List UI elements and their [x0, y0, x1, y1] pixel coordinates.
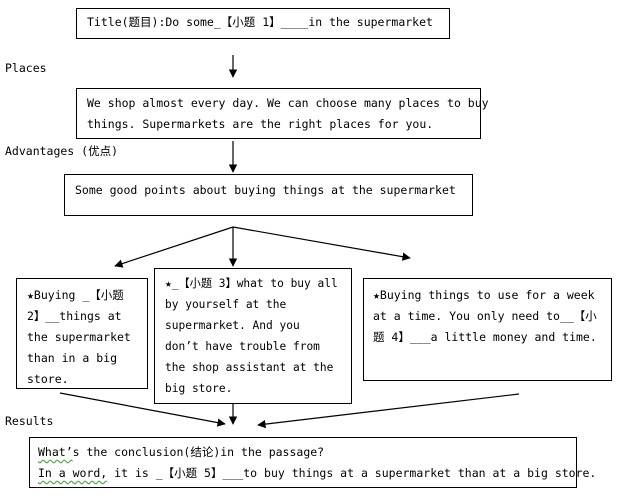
places-box: We shop almost every day. We can choose … [76, 88, 489, 139]
point-middle-line-5: the shop assistant at the [165, 361, 334, 374]
result-answer: In a word, it is _【小题 5】___to buy things… [38, 463, 596, 484]
point-right-line-1: ★Buying things to use for a week [373, 288, 595, 302]
point-right-box: ★Buying things to use for a week at a ti… [363, 278, 612, 381]
point-middle-line-1: ★_【小题 3】what to buy all [165, 277, 338, 290]
advantages-text: Some good points about buying things at … [75, 183, 456, 197]
result-answer-prefix: In a word, [38, 466, 108, 480]
point-left-line-2: 2】__things at [27, 309, 122, 323]
point-middle-box: ★_【小题 3】what to buy all by yourself at t… [154, 268, 352, 404]
places-label: Places [5, 61, 47, 75]
point-middle-line-3: supermarket. And you [165, 319, 300, 332]
point-left-line-4: than in a big [27, 351, 118, 365]
point-left-box: ★Buying _【小题 2】__things at the supermark… [16, 278, 148, 389]
places-line-1: We shop almost every day. We can choose … [87, 96, 489, 110]
places-line-2: things. Supermarkets are the right place… [87, 117, 434, 131]
result-question: What’s the conclusion(结论)in the passage? [38, 442, 576, 463]
result-answer-rest: it is _【小题 5】___to buy things at a super… [107, 466, 597, 480]
result-question-prefix: What’ [38, 445, 73, 459]
point-right-line-2: at a time. You only need to__【小 [373, 309, 597, 323]
point-left-line-5: store. [27, 372, 69, 386]
point-right-line-3: 题 4】___a little money and time. [373, 330, 597, 344]
title-text: Title(题目):Do some_【小题 1】____in the super… [87, 15, 433, 29]
result-box: What’s the conclusion(结论)in the passage?… [29, 437, 596, 488]
advantages-label: Advantages (优点) [5, 144, 119, 158]
title-box: Title(题目):Do some_【小题 1】____in the super… [76, 8, 450, 39]
arrow-advantages-to-left [114, 226, 234, 268]
point-left-line-1: ★Buying _【小题 [27, 288, 124, 302]
results-label: Results [5, 414, 54, 428]
point-middle-line-4: don’t have trouble from [165, 340, 320, 353]
point-middle-line-2: by yourself at the [165, 298, 287, 311]
arrow-left-to-results [59, 392, 226, 427]
point-left-line-3: the supermarket [27, 330, 131, 344]
result-question-rest: s the conclusion(结论)in the passage? [72, 445, 325, 459]
arrow-advantages-to-right [232, 226, 411, 261]
advantages-box: Some good points about buying things at … [64, 174, 473, 216]
arrow-right-to-results [257, 393, 520, 429]
point-middle-line-6: big store. [165, 382, 233, 395]
